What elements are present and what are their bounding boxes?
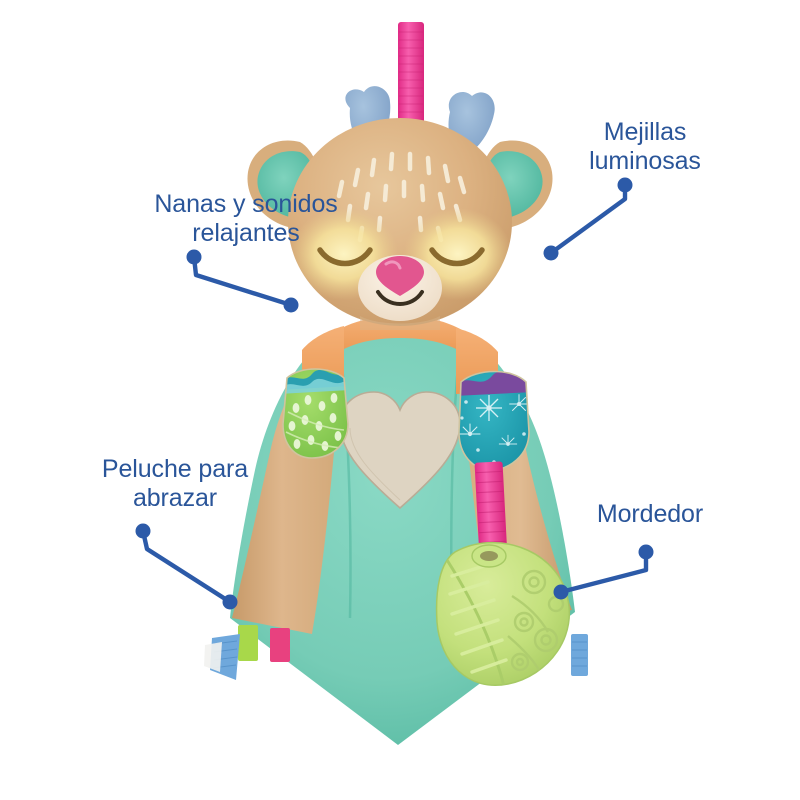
patch-teal-dandelion bbox=[458, 370, 530, 471]
eye-closed-left bbox=[317, 247, 373, 267]
nose bbox=[376, 256, 424, 296]
patch-green-leaves bbox=[282, 368, 349, 459]
callout-label-mejillas: Mejillas luminosas bbox=[589, 118, 701, 175]
ribbon-tag-bottom-right bbox=[571, 634, 588, 676]
ribbon-tags-bottom-left bbox=[204, 625, 290, 680]
callout-label-mordedor: Mordedor bbox=[596, 500, 704, 528]
deer-head bbox=[288, 118, 512, 330]
callout-label-peluche: Peluche para abrazar bbox=[101, 455, 249, 512]
smile bbox=[376, 290, 424, 306]
teether-attachment-ribbon bbox=[474, 461, 508, 559]
callout-label-nanas: Nanas y sonidos relajantes bbox=[154, 190, 338, 247]
leaf-teether bbox=[435, 541, 571, 686]
eye-closed-right bbox=[429, 247, 485, 267]
